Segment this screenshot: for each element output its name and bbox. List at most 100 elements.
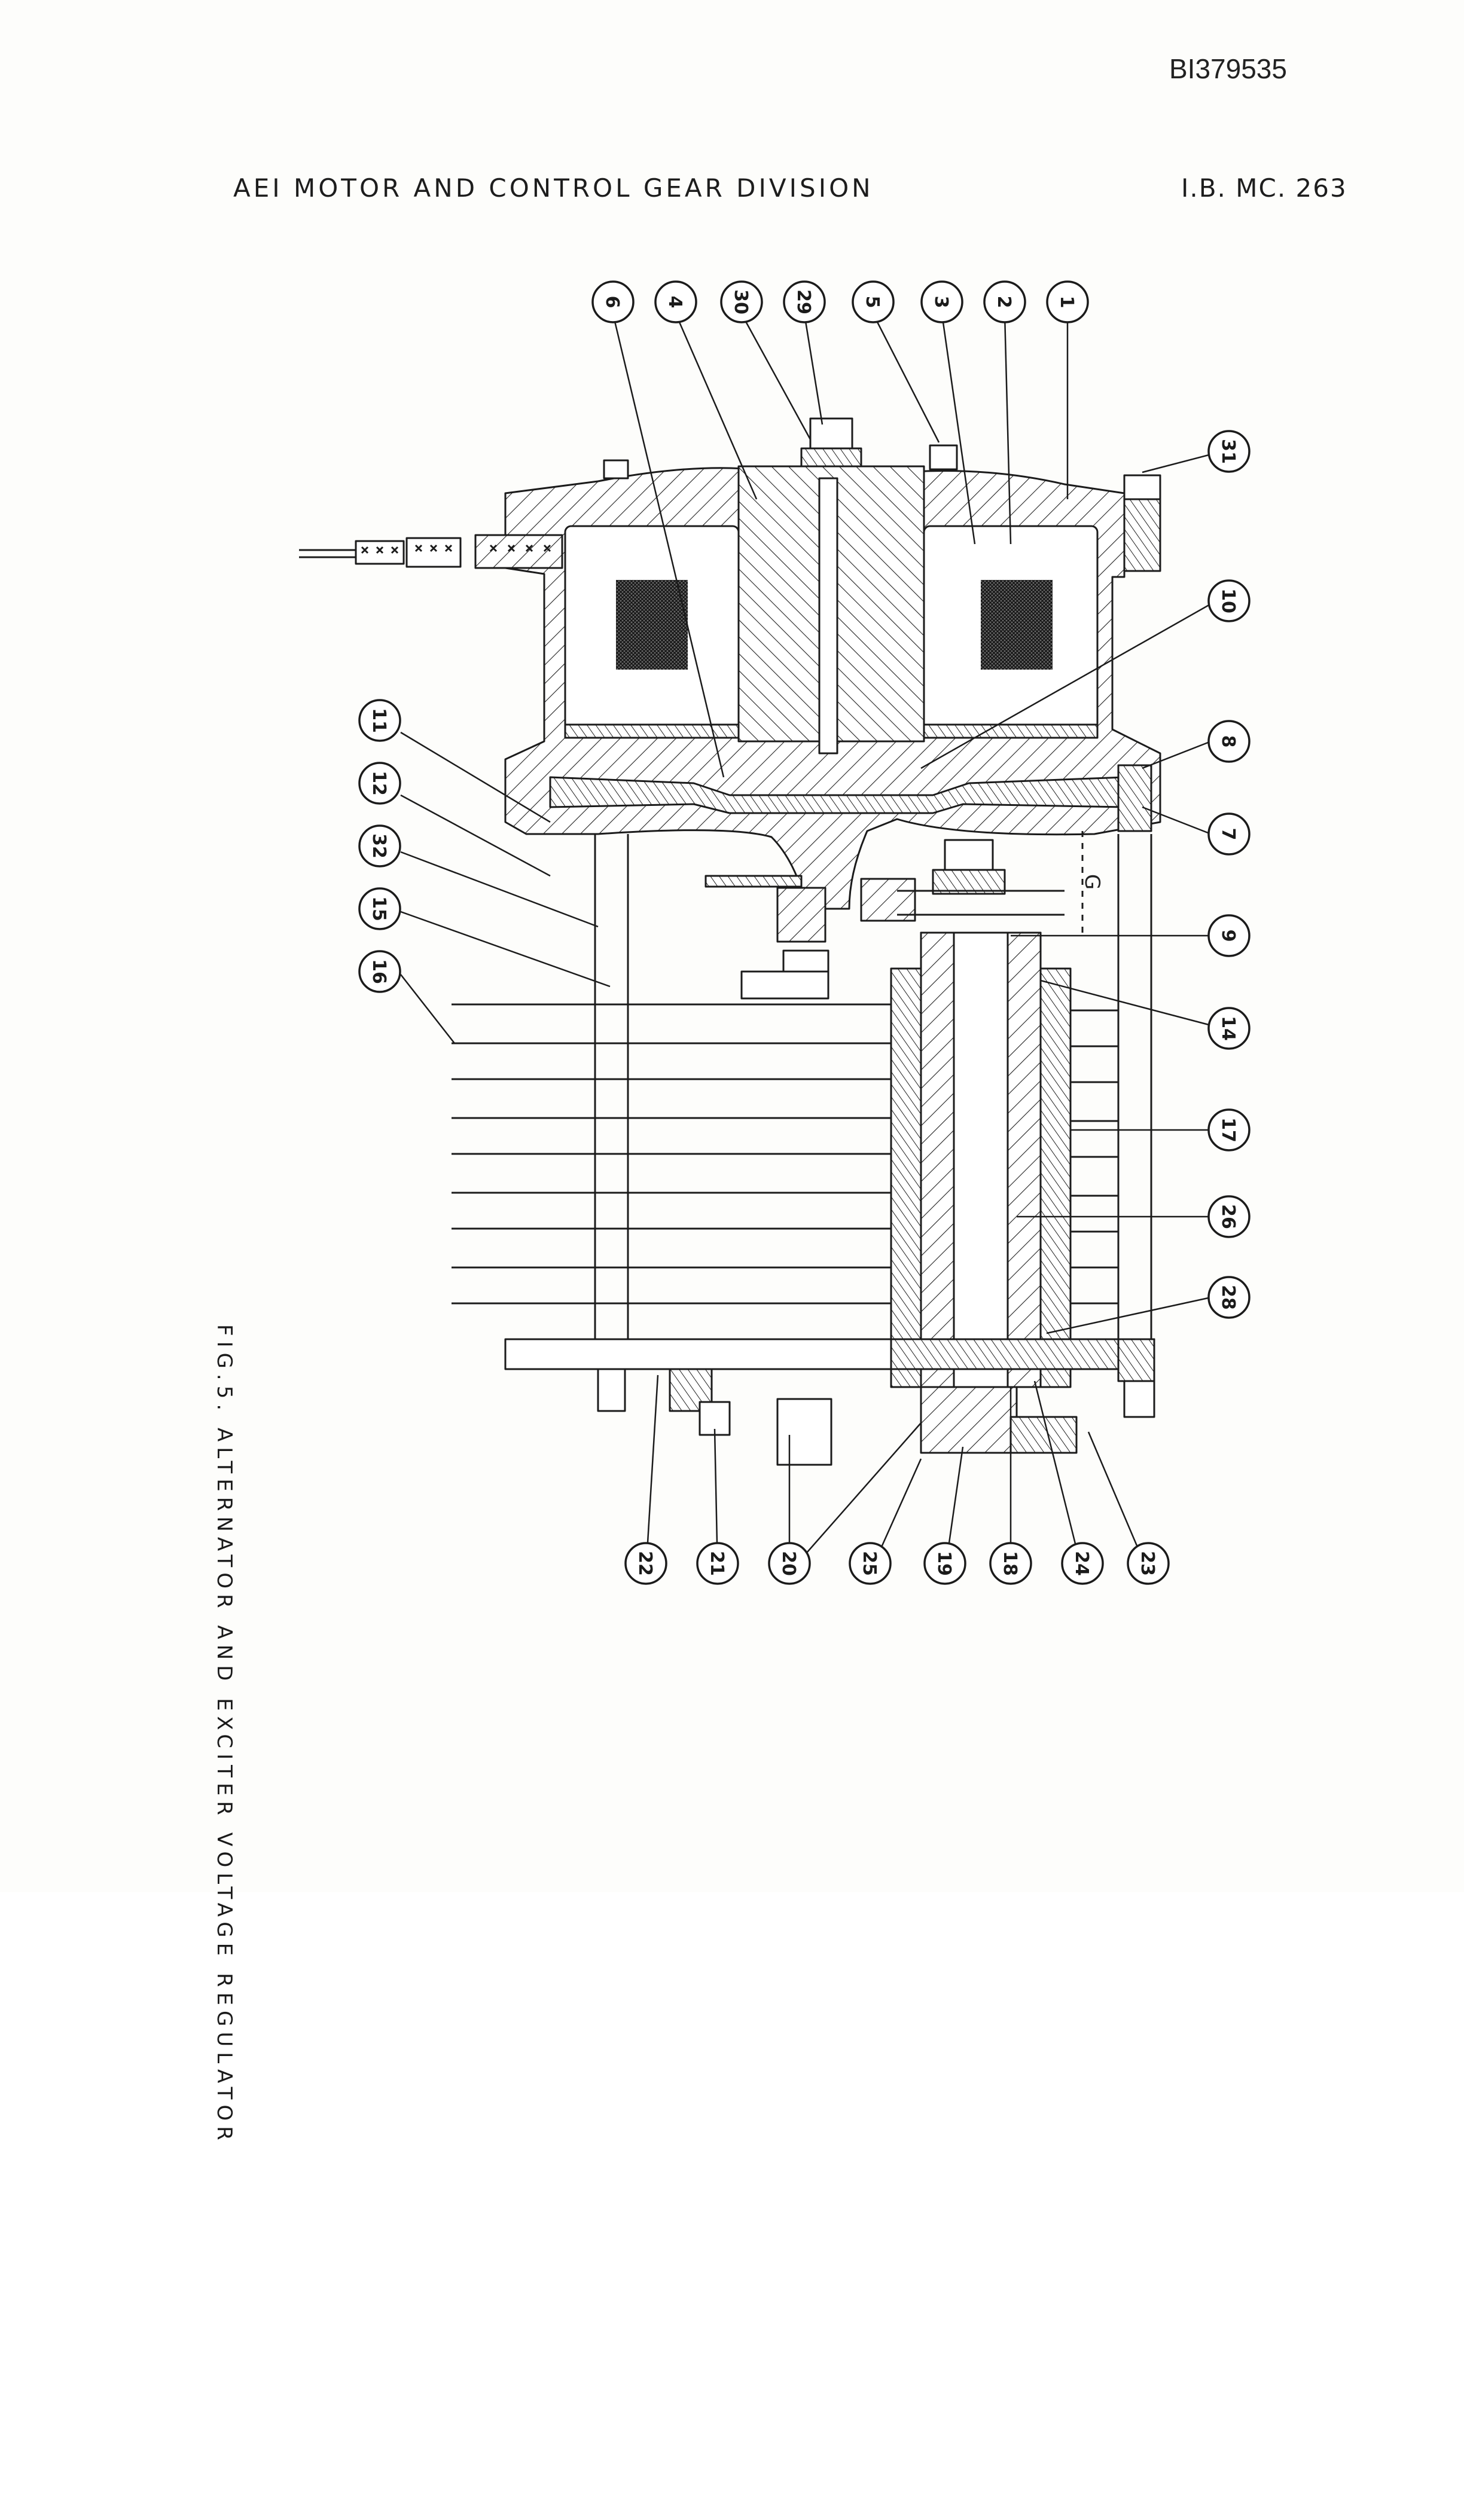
callout-8: 8 [1207, 720, 1250, 763]
callout-circle [358, 950, 401, 993]
callout-2: 2 [983, 280, 1026, 323]
callout-label: 9 [1218, 930, 1239, 942]
callout-label: 25 [859, 1551, 880, 1576]
callout-24: 24 [1061, 1542, 1104, 1585]
top-screw-right [929, 444, 958, 471]
callout-circle [654, 280, 697, 323]
callout-label: 5 [862, 296, 883, 308]
base-plate [504, 1338, 892, 1370]
callout-17: 17 [1207, 1108, 1250, 1151]
callout-label: 12 [368, 771, 389, 796]
callout-19: 19 [923, 1542, 966, 1585]
callout-10: 10 [1207, 579, 1250, 622]
callout-circle [720, 280, 763, 323]
left-coil-winding [616, 580, 688, 670]
callout-circle [358, 762, 401, 805]
callout-label: 8 [1218, 735, 1239, 748]
callout-5: 5 [852, 280, 895, 323]
callout-label: 1 [1056, 296, 1077, 308]
callout-circle [1207, 1195, 1250, 1238]
callout-15: 15 [358, 887, 401, 930]
callout-26: 26 [1207, 1195, 1250, 1238]
tube-wall-left [920, 931, 955, 1388]
callout-circle [1207, 1276, 1250, 1319]
callout-label: 11 [368, 708, 389, 733]
terminal-left [597, 1368, 626, 1412]
right-coil-winding [981, 580, 1053, 670]
callout-label: 28 [1218, 1285, 1239, 1310]
callout-circle [768, 1542, 811, 1585]
callout-label: 20 [778, 1551, 799, 1576]
callout-label: 16 [368, 959, 389, 984]
callout-circle [358, 887, 401, 930]
callout-label: 23 [1137, 1551, 1158, 1576]
callout-label: 29 [793, 289, 814, 314]
callout-20: 20 [768, 1542, 811, 1585]
fixed-contact [776, 887, 826, 943]
callout-11: 11 [358, 699, 401, 742]
callout-label: 19 [934, 1551, 954, 1576]
callout-circle [1207, 720, 1250, 763]
callout-circle [923, 1542, 966, 1585]
callout-label: 2 [993, 296, 1014, 308]
callout-28: 28 [1207, 1276, 1250, 1319]
callout-circle [1207, 1007, 1250, 1050]
callout-circle [1061, 1542, 1104, 1585]
callout-circle [920, 280, 963, 323]
callout-12: 12 [358, 762, 401, 805]
cable-sleeve-2 [405, 537, 462, 568]
callout-circle [1127, 1542, 1170, 1585]
callout-31: 31 [1207, 430, 1250, 473]
callout-6: 6 [591, 280, 635, 323]
document-id: BI379535 [1169, 53, 1287, 84]
tube-flange-top [890, 967, 922, 1388]
carbon-pile-plates [452, 1003, 1118, 1305]
callout-label: 31 [1218, 439, 1239, 464]
header-reference: I.B. MC. 263 [1181, 173, 1347, 203]
callout-label: 7 [1218, 828, 1239, 841]
callout-30: 30 [720, 280, 763, 323]
callout-label: 4 [664, 296, 685, 308]
callout-25: 25 [849, 1542, 892, 1585]
document-page: BI379535 AEI MOTOR AND CONTROL GEAR DIVI… [212, 53, 1347, 2146]
callout-1: 1 [1046, 280, 1089, 323]
callout-circle [1207, 1108, 1250, 1151]
callout-circle [624, 1542, 667, 1585]
gap-label: G [1080, 874, 1104, 890]
callout-circle [358, 699, 401, 742]
end-plug-nut [1009, 1416, 1078, 1454]
contact-block [860, 878, 916, 922]
callout-label: 15 [368, 896, 389, 921]
callout-circle [783, 280, 826, 323]
callout-circle [696, 1542, 739, 1585]
callout-label: 18 [999, 1551, 1020, 1576]
callout-9: 9 [1207, 914, 1250, 957]
screw-31 [1123, 474, 1161, 500]
support-block-top [782, 949, 829, 973]
callout-label: 17 [1218, 1117, 1239, 1143]
callout-circle [358, 824, 401, 868]
pole-bore [818, 477, 838, 755]
callout-label: 3 [931, 296, 951, 308]
terminal-right [1123, 1380, 1155, 1418]
callout-circle [1207, 914, 1250, 957]
callout-label: 6 [602, 296, 623, 308]
callout-22: 22 [624, 1542, 667, 1585]
callout-label: 26 [1218, 1204, 1239, 1229]
callout-16: 16 [358, 950, 401, 993]
callout-circle [1207, 579, 1250, 622]
callout-label: 22 [635, 1551, 655, 1576]
callout-32: 32 [358, 824, 401, 868]
callout-circle [852, 280, 895, 323]
callout-circle [1046, 280, 1089, 323]
callout-label: 14 [1218, 1016, 1239, 1041]
callout-circle [591, 280, 635, 323]
callout-label: 21 [706, 1551, 727, 1576]
callout-21: 21 [696, 1542, 739, 1585]
cable-gland [474, 534, 563, 569]
callout-label: 10 [1218, 588, 1239, 613]
callout-7: 7 [1207, 812, 1250, 856]
callout-label: 32 [368, 833, 389, 859]
callout-label: 24 [1071, 1551, 1092, 1576]
callout-circle [989, 1542, 1032, 1585]
